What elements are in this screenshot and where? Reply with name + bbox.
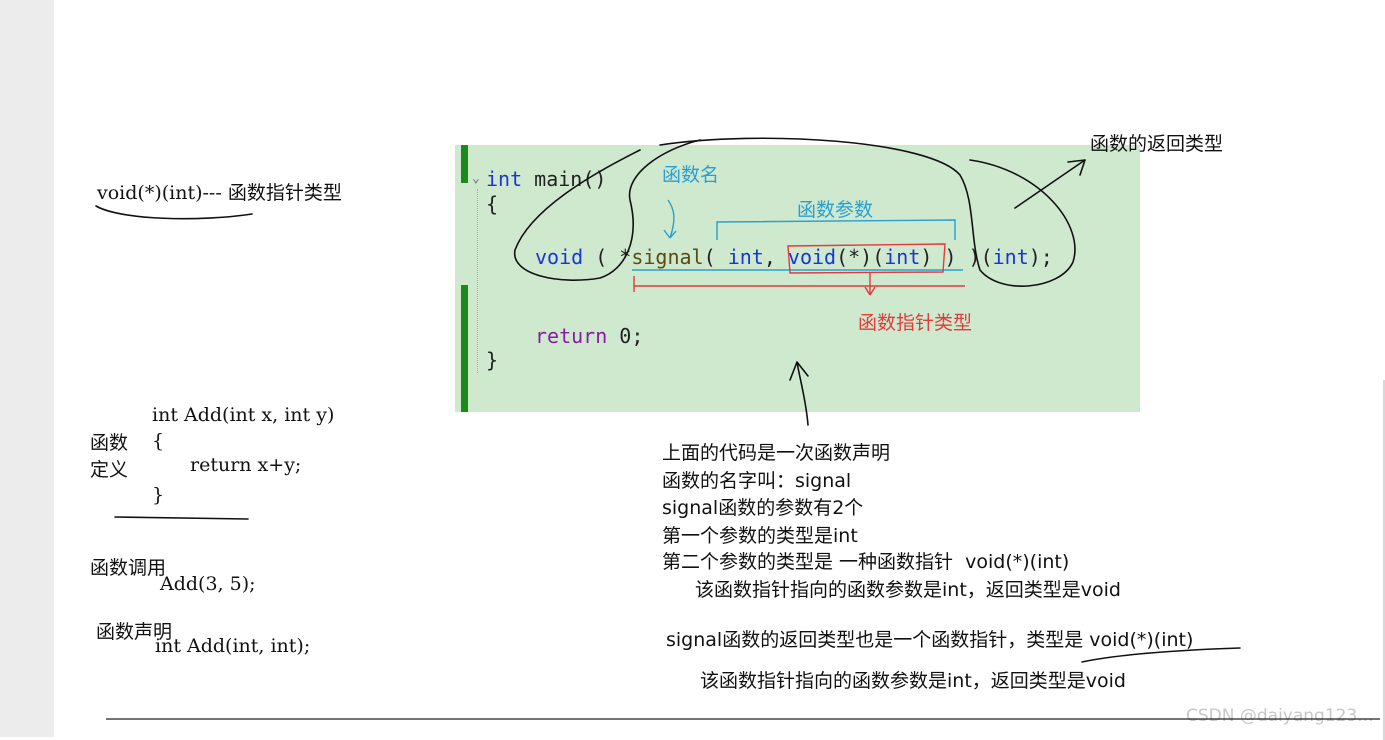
explain-line-2: 函数的名字叫：signal	[662, 470, 852, 492]
def-line-1: int Add(int x, int y)	[152, 404, 335, 426]
tok-open: ( *	[583, 245, 632, 269]
tok-end: );	[1028, 245, 1053, 269]
tok-p1: (	[703, 245, 728, 269]
indent-guide	[477, 189, 479, 373]
change-marker-top	[461, 145, 468, 183]
main-sig: main()	[522, 167, 607, 191]
explain-line-8: 该函数指针指向的函数参数是int，返回类型是void	[700, 670, 1126, 692]
def-line-3: return x+y;	[190, 454, 302, 476]
return-value: 0;	[607, 324, 644, 348]
call-label: 函数调用	[90, 557, 167, 579]
explain-line-1: 上面的代码是一次函数声明	[662, 442, 891, 464]
kw-void: void	[535, 245, 584, 269]
scrollbar-track[interactable]	[1383, 380, 1385, 740]
fn-signal: signal	[631, 245, 704, 269]
fold-toggle-icon[interactable]: ⌄	[472, 171, 480, 186]
explain-line-3: signal函数的参数有2个	[662, 497, 864, 519]
def-line-4: }	[152, 484, 165, 506]
kw-int: int	[486, 167, 523, 191]
annotation-fn-name: 函数名	[662, 164, 720, 186]
explain-line-7: signal函数的返回类型也是一个函数指针，类型是 void(*)(int)	[666, 629, 1194, 651]
kw-int-3: int	[992, 245, 1029, 269]
explain-line-4: 第一个参数的类型是int	[662, 525, 858, 547]
ink-underline-fptr	[95, 205, 253, 220]
decl-code: int Add(int, int);	[155, 635, 311, 657]
code-line-5: }	[486, 348, 499, 372]
watermark: CSDN @daiyang123...	[1186, 706, 1374, 726]
left-gutter	[0, 0, 54, 737]
ink-underline-def	[114, 516, 249, 520]
tok-mid: (*)(	[836, 245, 885, 269]
code-line-4: return 0;	[535, 324, 643, 348]
explain-line-6: 该函数指针指向的函数参数是int，返回类型是void	[695, 579, 1121, 601]
def-label-1: 函数	[90, 432, 129, 454]
kw-return: return	[535, 324, 608, 348]
code-line-1: int main()	[486, 167, 606, 191]
explain-line-5: 第二个参数的类型是 一种函数指针 void(*)(int)	[662, 551, 1070, 573]
def-label-2: 定义	[90, 459, 129, 481]
tok-comma: ,	[763, 245, 788, 269]
annotation-fn-params: 函数参数	[797, 199, 874, 221]
change-marker-bottom	[461, 285, 468, 412]
code-line-2: {	[486, 192, 499, 216]
tok-close: ) ) )(	[920, 245, 993, 269]
fptr-type-note: void(*)(int)--- 函数指针类型	[97, 182, 342, 204]
fptr-type-label: 函数指针类型	[227, 182, 342, 204]
call-code: Add(3, 5);	[160, 573, 256, 595]
kw-int-2: int	[884, 245, 921, 269]
def-line-2: {	[152, 430, 165, 452]
annotation-fn-ptr-type: 函数指针类型	[858, 312, 973, 334]
fptr-type-code: void(*)(int)---	[97, 182, 222, 204]
decl-label: 函数声明	[96, 621, 173, 643]
code-line-3: void ( *signal( int, void(*)(int) ) )(in…	[535, 245, 1053, 269]
kw-int-1: int	[727, 245, 764, 269]
annotation-return-type: 函数的返回类型	[1090, 133, 1224, 155]
kw-void-2: void	[787, 245, 837, 269]
